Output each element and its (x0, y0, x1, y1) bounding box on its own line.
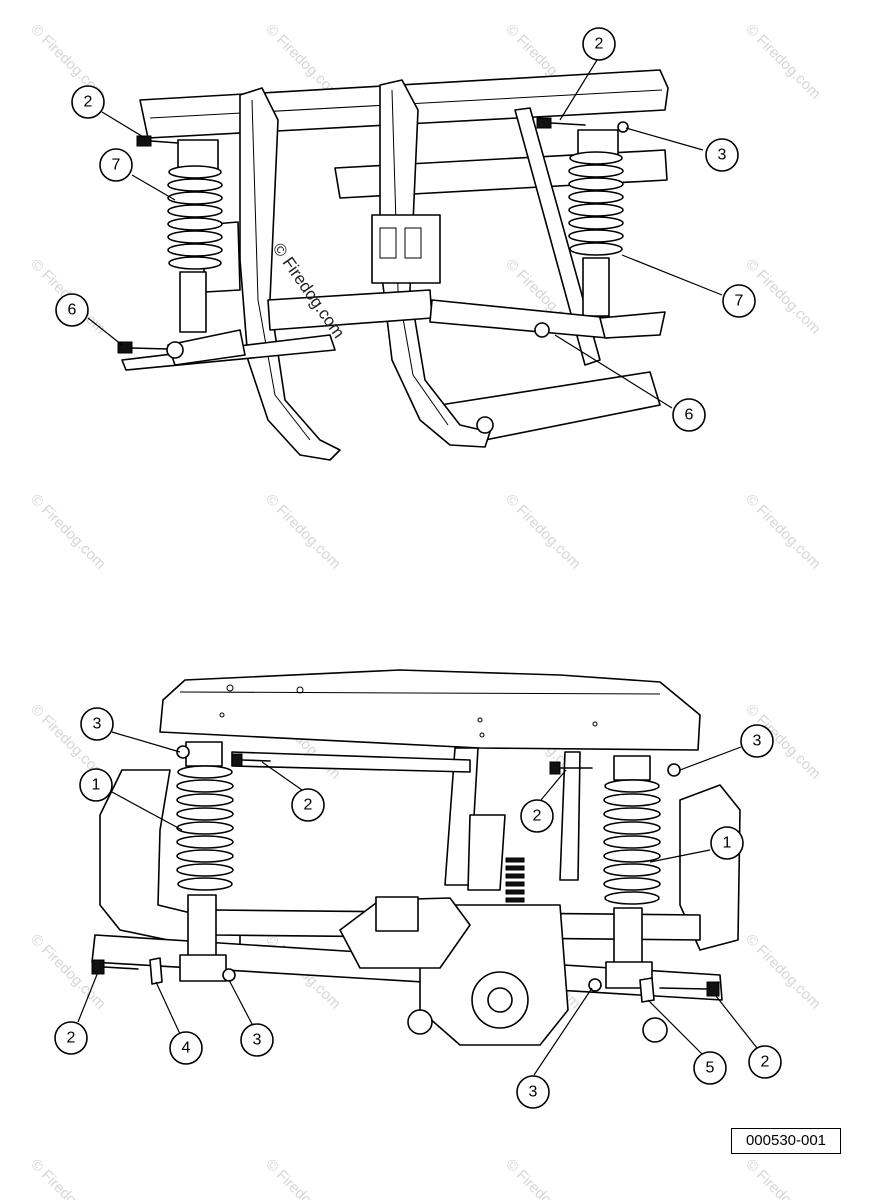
watermark: © Firedog.com (742, 1156, 824, 1200)
callout-3: 3 (240, 1023, 274, 1057)
watermark: © Firedog.com (27, 491, 109, 573)
svg-text:3: 3 (93, 716, 102, 733)
upper-callouts: 2 2 3 7 7 6 6 (55, 27, 756, 432)
svg-text:3: 3 (753, 733, 762, 750)
callout-4: 4 (169, 1031, 203, 1065)
svg-text:2: 2 (595, 36, 604, 53)
svg-text:5: 5 (706, 1060, 715, 1077)
callout-7: 7 (99, 148, 133, 182)
coil-spring (167, 139, 223, 333)
lower-suspension-view (91, 669, 741, 1046)
svg-text:7: 7 (735, 293, 744, 310)
watermark: © Firedog.com (742, 491, 824, 573)
callout-2: 2 (582, 27, 616, 61)
callout-2: 2 (520, 799, 554, 833)
upper-suspension-view: © Firedog.com (117, 69, 669, 461)
callout-3: 3 (740, 724, 774, 758)
bump-spring (505, 857, 525, 903)
coil-spring (603, 755, 661, 989)
svg-text:3: 3 (253, 1032, 262, 1049)
svg-text:2: 2 (304, 797, 313, 814)
svg-text:2: 2 (84, 94, 93, 111)
callout-1: 1 (79, 768, 113, 802)
watermark: © Firedog.com (502, 491, 584, 573)
watermark: © Firedog.com (742, 931, 824, 1013)
callout-2: 2 (748, 1045, 782, 1079)
watermark: © Firedog.com (27, 1156, 109, 1200)
watermark: © Firedog.com (262, 1156, 344, 1200)
callout-2: 2 (71, 85, 105, 119)
callout-7: 7 (722, 284, 756, 318)
callout-1: 1 (710, 826, 744, 860)
svg-text:4: 4 (182, 1040, 191, 1057)
part-code-label: 000530-001 (731, 1128, 841, 1154)
svg-text:3: 3 (718, 147, 727, 164)
svg-text:2: 2 (533, 808, 542, 825)
callout-6: 6 (55, 293, 89, 327)
svg-text:6: 6 (685, 407, 694, 424)
coil-spring (176, 741, 234, 982)
callout-2: 2 (54, 1021, 88, 1055)
callout-5: 5 (693, 1051, 727, 1085)
callout-3: 3 (80, 707, 114, 741)
callout-6: 6 (672, 398, 706, 432)
svg-text:1: 1 (723, 835, 732, 852)
svg-text:6: 6 (68, 302, 77, 319)
watermark: © Firedog.com (262, 491, 344, 573)
svg-text:3: 3 (529, 1084, 538, 1101)
lower-callouts: 3 3 1 1 2 2 2 2 (54, 707, 782, 1109)
callout-3: 3 (516, 1075, 550, 1109)
watermark: © Firedog.com (742, 21, 824, 103)
callout-2: 2 (291, 788, 325, 822)
watermark: © Firedog.com (502, 1156, 584, 1200)
svg-text:2: 2 (67, 1030, 76, 1047)
coil-spring (568, 129, 624, 317)
svg-text:2: 2 (761, 1054, 770, 1071)
svg-text:1: 1 (92, 777, 101, 794)
svg-text:7: 7 (112, 157, 121, 174)
callout-3: 3 (705, 138, 739, 172)
